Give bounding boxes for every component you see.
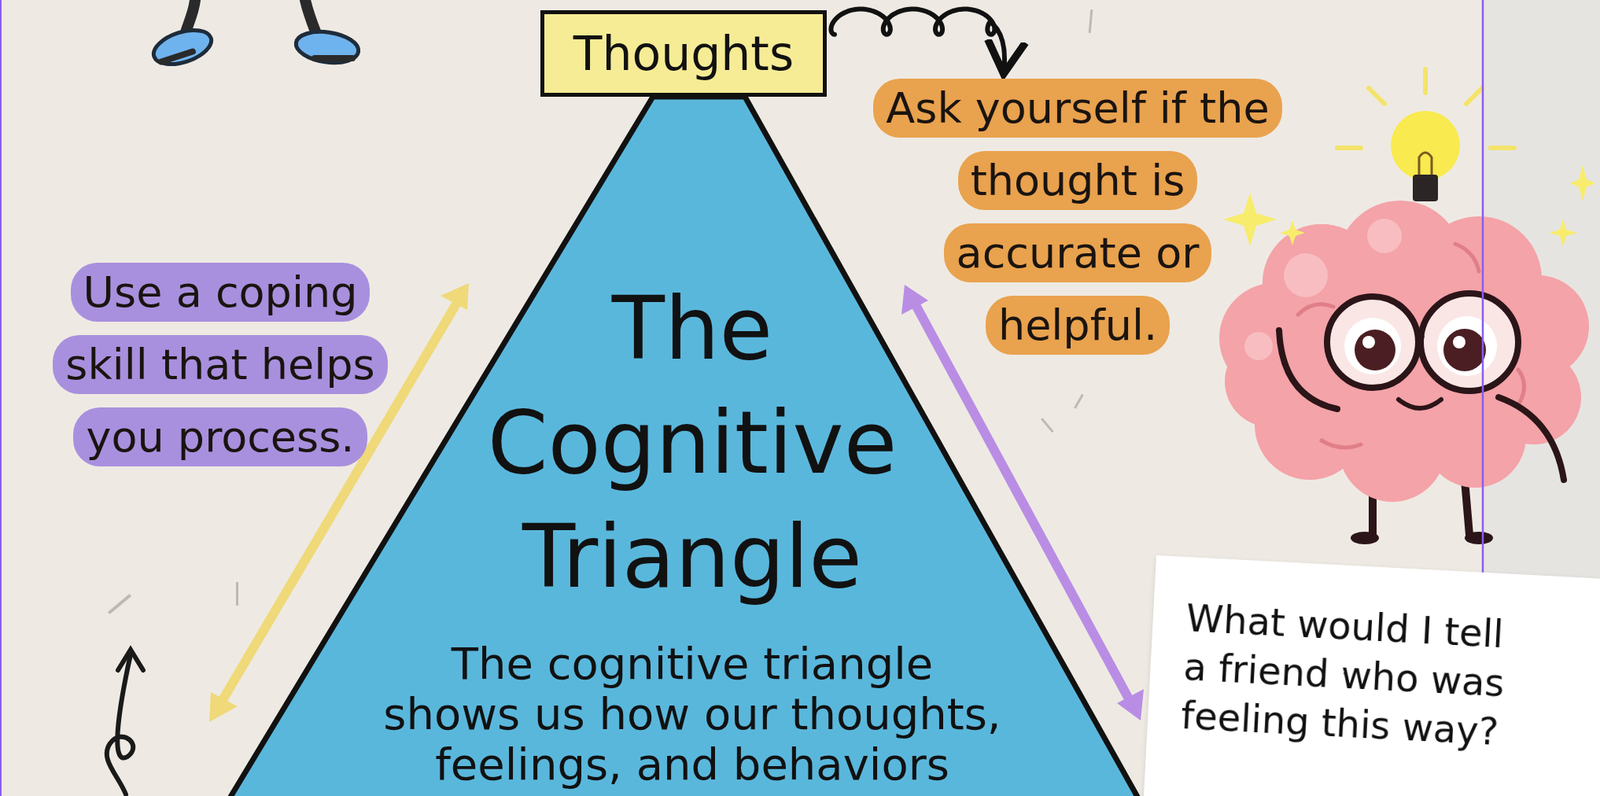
- vertex-label: Thoughts: [573, 25, 794, 82]
- note-text: Ask yourself if the thought is accurate …: [873, 78, 1282, 355]
- card-text: What would I tell a friend who was feeli…: [1179, 593, 1526, 757]
- curly-connector: [831, 9, 1006, 71]
- curly-arrow: [106, 649, 144, 795]
- sparkles: [1223, 165, 1596, 248]
- lightbulb: [1337, 69, 1515, 202]
- triangle-title: The Cognitive Triangle: [228, 272, 1157, 615]
- character-legs: [149, 0, 361, 71]
- title-text: The Cognitive Triangle: [448, 272, 937, 615]
- triangle-shape: The Cognitive TriangleThe cognitive tria…: [228, 92, 1157, 796]
- note-text: Use a coping skill that helps you proces…: [52, 262, 388, 467]
- note-pills: Ask yourself if the thought is accurate …: [873, 72, 1283, 362]
- note-pills: Use a coping skill that helps you proces…: [47, 256, 394, 474]
- vertex-box: Thoughts: [540, 10, 827, 97]
- triangle-body: The cognitive triangle shows us how our …: [228, 638, 1157, 790]
- note-card: What would I tell a friend who was feeli…: [1141, 555, 1600, 796]
- body-text: The cognitive triangle shows us how our …: [377, 638, 1007, 790]
- brain-character: [1219, 200, 1589, 545]
- guide-line: [0, 0, 2, 796]
